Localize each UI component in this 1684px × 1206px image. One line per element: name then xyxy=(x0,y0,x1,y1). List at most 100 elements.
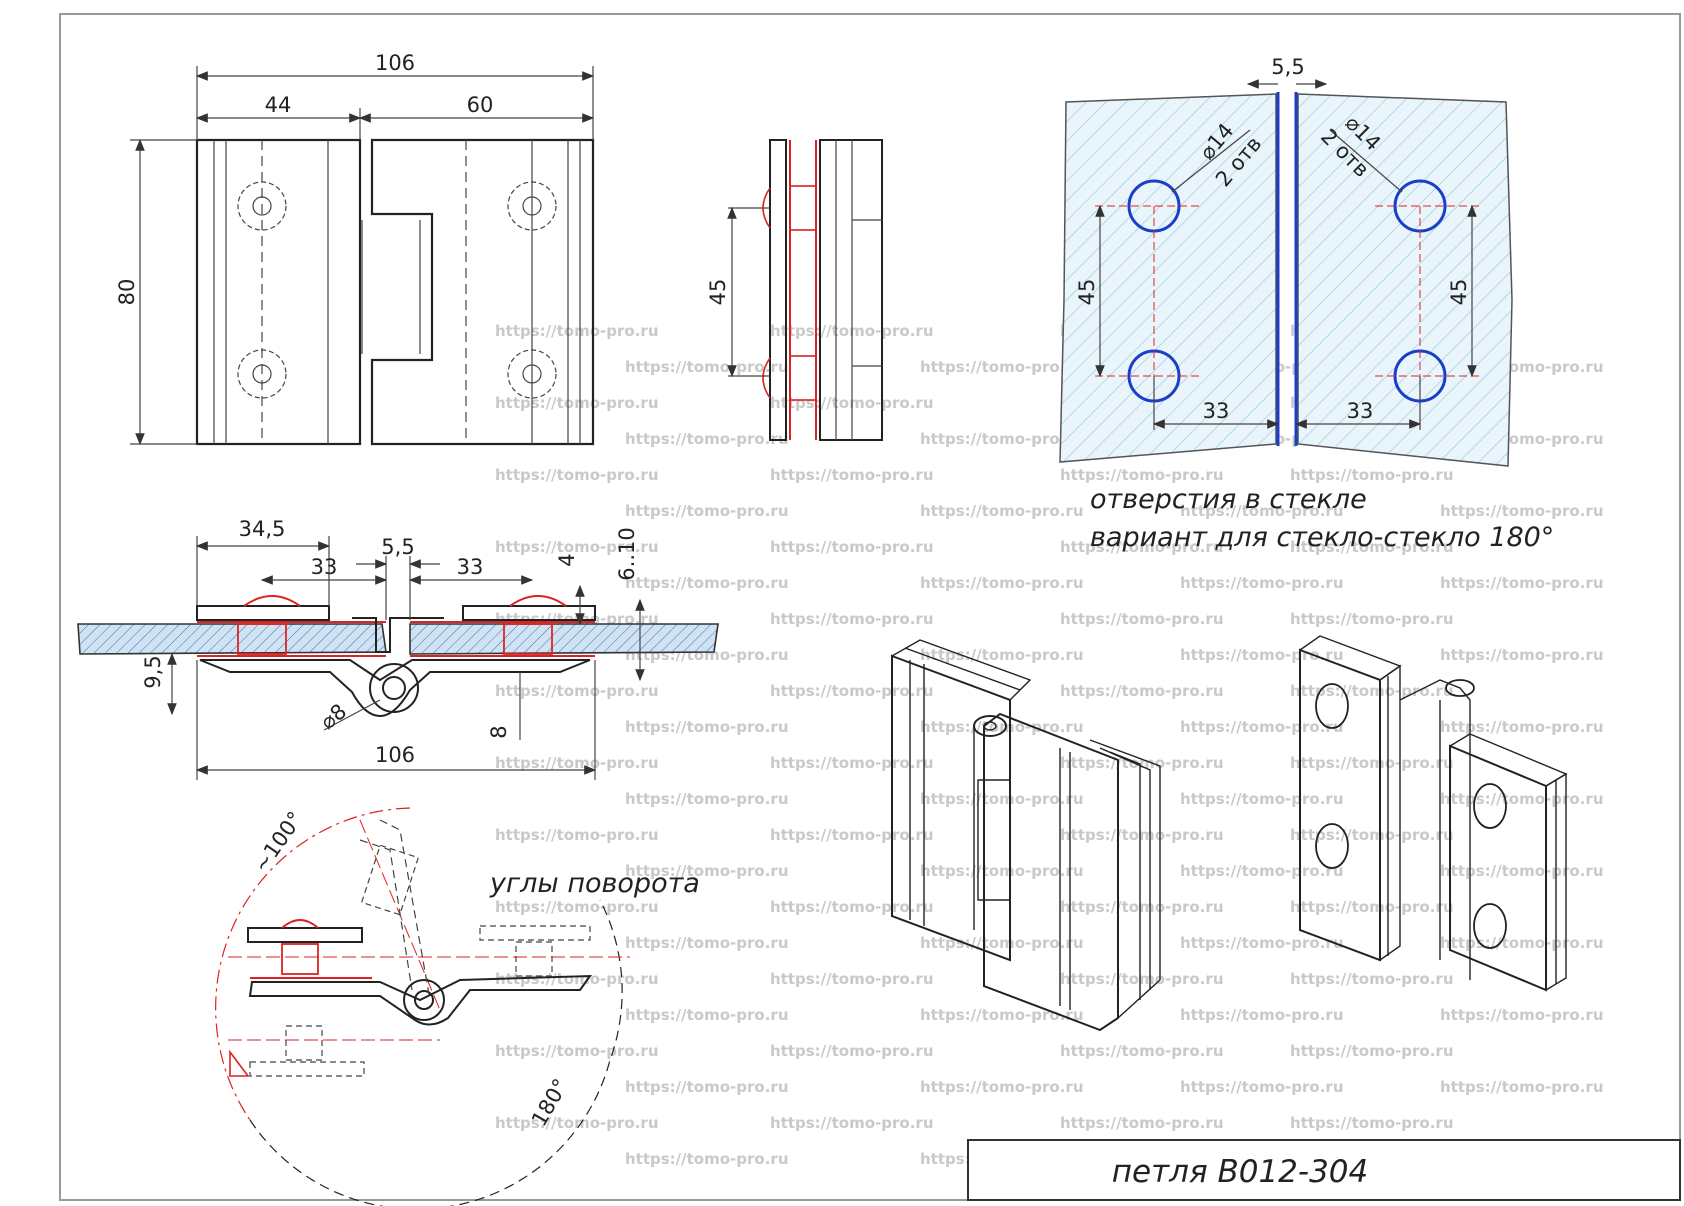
watermark-text: https://tomo-pro.ru xyxy=(625,358,789,376)
watermark-text: https://tomo-pro.ru xyxy=(625,1150,789,1168)
dim-offset-left: 33 xyxy=(1203,399,1230,423)
watermark-text: https://tomo-pro.ru xyxy=(1440,1078,1604,1096)
watermark-text: https://tomo-pro.ru xyxy=(1180,646,1344,664)
watermark-text: https://tomo-pro.ru xyxy=(1440,646,1604,664)
dim-inner-right: 33 xyxy=(457,555,484,579)
glass-holes-caption: отверстия в стекле xyxy=(1090,484,1367,515)
watermark-text: https://tomo-pro.ru xyxy=(770,826,934,844)
dim-spacing-right: 45 xyxy=(1447,279,1471,306)
hinge-isometric-closed xyxy=(891,639,1161,1032)
dim-hole-spacing: 45 xyxy=(706,279,730,306)
dim-section-gap: 5,5 xyxy=(381,535,414,559)
watermark-text: https://tomo-pro.ru xyxy=(920,502,1084,520)
watermark-text: https://tomo-pro.ru xyxy=(495,1114,659,1132)
watermark-text: https://tomo-pro.ru xyxy=(495,394,659,412)
watermark-text: https://tomo-pro.ru xyxy=(1060,538,1224,556)
watermark-text: https://tomo-pro.ru xyxy=(920,1078,1084,1096)
watermark-text: https://tomo-pro.ru xyxy=(1060,682,1224,700)
watermark-text: https://tomo-pro.ru xyxy=(625,934,789,952)
watermark-text: https://tomo-pro.ru xyxy=(920,934,1084,952)
screw-icon xyxy=(507,349,557,399)
dim-section-total: 106 xyxy=(375,743,415,767)
watermark-text: https://tomo-pro.ru xyxy=(1180,862,1344,880)
watermark-text: https://tomo-pro.ru xyxy=(1060,1114,1224,1132)
dim-width-total: 106 xyxy=(375,51,415,75)
dim-width-left: 44 xyxy=(265,93,292,117)
watermark-text: https://tomo-pro.ru xyxy=(1180,1078,1344,1096)
watermark-text: https://tomo-pro.ru xyxy=(1180,574,1344,592)
watermark-text: https://tomo-pro.ru xyxy=(625,790,789,808)
screw-icon xyxy=(507,181,557,231)
watermark-text: https://tomo-pro.ru xyxy=(770,754,934,772)
dim-height: 80 xyxy=(115,279,139,306)
watermark-text: https://tomo-pro.ru xyxy=(770,898,934,916)
watermark-text: https://tomo-pro.ru xyxy=(1290,970,1454,988)
watermark-text: https://tomo-pro.ru xyxy=(1440,502,1604,520)
watermark-text: https://tomo-pro.ru xyxy=(920,862,1084,880)
watermark-text: https://tomo-pro.ru xyxy=(770,1042,934,1060)
watermark-text: https://tomo-pro.ru xyxy=(1060,970,1224,988)
watermark-text: https://tomo-pro.ru xyxy=(1290,826,1454,844)
watermark-text: https://tomo-pro.ru xyxy=(1060,754,1224,772)
dim-width-right: 60 xyxy=(467,93,494,117)
watermark-text: https://tomo-pro.ru xyxy=(770,466,934,484)
watermark-text: https://tomo-pro.ru xyxy=(1290,538,1454,556)
watermark-text: https://tomo-pro.ru xyxy=(770,970,934,988)
watermark-text: https://tomo-pro.ru xyxy=(1440,934,1604,952)
watermark-text: https://tomo-pro.ru xyxy=(1060,610,1224,628)
watermark-text: https://tomo-pro.ru xyxy=(625,502,789,520)
dim-left: 34,5 xyxy=(239,517,286,541)
front-view: 106 44 60 80 xyxy=(115,51,595,446)
watermark-text: https://tomo-pro.ru xyxy=(495,322,659,340)
watermark-text: https://tomo-pro.ru xyxy=(495,682,659,700)
watermark-text: https://tomo-pro.ru xyxy=(920,1006,1084,1024)
watermark-text: https://tomo-pro.ru xyxy=(920,574,1084,592)
watermark-text: https://tomo-pro.ru xyxy=(1180,502,1344,520)
watermark-text: https://tomo-pro.ru xyxy=(770,1114,934,1132)
rotation-view: ~100° 180° углы поворота xyxy=(215,807,700,1206)
watermark-text: https://tomo-pro.ru xyxy=(625,430,789,448)
dim-pin: ⌀8 xyxy=(316,699,351,734)
watermark-text: https://tomo-pro.ru xyxy=(770,610,934,628)
watermark-text: https://tomo-pro.ru xyxy=(1060,898,1224,916)
watermark-text: https://tomo-pro.ru xyxy=(1440,574,1604,592)
watermark-text: https://tomo-pro.ru xyxy=(1440,790,1604,808)
watermark-text: https://tomo-pro.ru xyxy=(625,1078,789,1096)
watermark-text: https://tomo-pro.ru xyxy=(920,430,1084,448)
watermark-text: https://tomo-pro.ru xyxy=(1060,466,1224,484)
watermark-text: https://tomo-pro.ru xyxy=(1180,790,1344,808)
watermark-text: https://tomo-pro.ru xyxy=(495,826,659,844)
dim-gap: 5,5 xyxy=(1271,55,1304,79)
watermark-text: https://tomo-pro.ru xyxy=(1440,1006,1604,1024)
watermark-text: https://tomo-pro.ru xyxy=(1290,610,1454,628)
watermark-text: https://tomo-pro.ru xyxy=(920,790,1084,808)
screw-icon xyxy=(237,181,287,231)
watermark-text: https://tomo-pro.ru xyxy=(1290,754,1454,772)
watermark-text: https://tomo-pro.ru xyxy=(920,646,1084,664)
title-block-text: петля B012-304 xyxy=(1112,1154,1369,1190)
watermark-text: https://tomo-pro.ru xyxy=(770,538,934,556)
watermark-text: https://tomo-pro.ru xyxy=(495,970,659,988)
pin-icon xyxy=(369,663,419,713)
watermark-text: https://tomo-pro.ru xyxy=(495,466,659,484)
watermark-text: https://tomo-pro.ru xyxy=(1440,862,1604,880)
watermark-text: https://tomo-pro.ru xyxy=(495,898,659,916)
watermark-text: https://tomo-pro.ru xyxy=(1060,826,1224,844)
watermark-text: https://tomo-pro.ru xyxy=(1290,682,1454,700)
watermark-text: https://tomo-pro.ru xyxy=(495,754,659,772)
dim-offset-right: 33 xyxy=(1347,399,1374,423)
watermark-text: https://tomo-pro.ru xyxy=(770,682,934,700)
rotation-label: углы поворота xyxy=(489,868,700,899)
watermark-text: https://tomo-pro.ru xyxy=(1290,1042,1454,1060)
watermark-text: https://tomo-pro.ru xyxy=(625,718,789,736)
watermark-text: https://tomo-pro.ru xyxy=(1290,898,1454,916)
watermark-text: https://tomo-pro.ru xyxy=(1180,718,1344,736)
watermark-text: https://tomo-pro.ru xyxy=(1290,1114,1454,1132)
watermark-text: https://tomo-pro.ru xyxy=(625,862,789,880)
watermark-text: https://tomo-pro.ru xyxy=(1060,1042,1224,1060)
watermark-text: https://tomo-pro.ru xyxy=(1180,934,1344,952)
watermark-text: https://tomo-pro.ru xyxy=(495,538,659,556)
title-block: петля B012-304 xyxy=(967,1139,1681,1201)
pivot-icon xyxy=(403,979,445,1021)
